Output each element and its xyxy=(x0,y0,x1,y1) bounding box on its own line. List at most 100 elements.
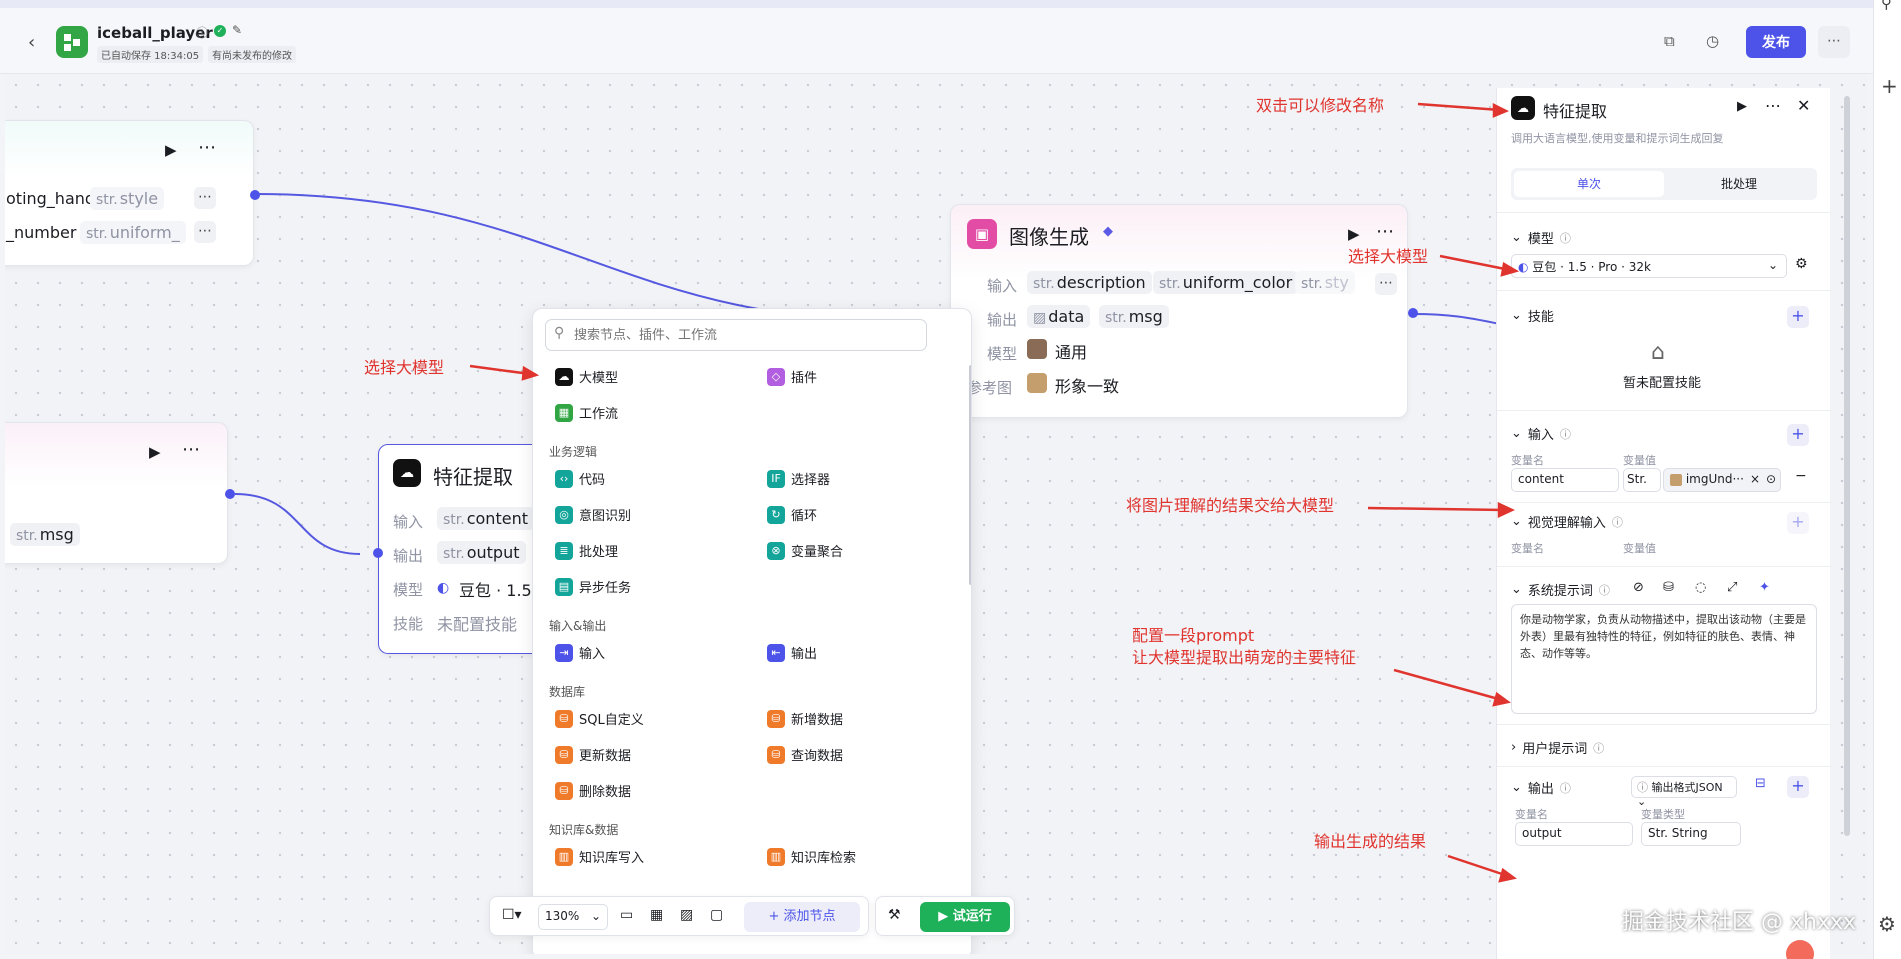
more-menu-button[interactable]: ⋯ xyxy=(1818,26,1850,58)
var-more-icon[interactable]: ⋯ xyxy=(1375,273,1397,295)
output-var: str.msg xyxy=(1099,305,1169,328)
menu-item-output[interactable]: ⇤输出 xyxy=(767,643,817,662)
close-icon[interactable]: ✕ xyxy=(1797,96,1811,115)
output-settings-icon[interactable]: ⊟ xyxy=(1755,776,1766,791)
menu-item-insert[interactable]: ⛁新增数据 xyxy=(767,709,843,728)
menu-item-plugin[interactable]: ◇插件 xyxy=(767,367,817,386)
output-var-name[interactable]: output xyxy=(1515,822,1633,846)
tab-batch[interactable]: 批处理 xyxy=(1720,177,1757,191)
node-title[interactable]: 图像生成 xyxy=(1009,225,1089,249)
input-var-type[interactable]: Str. xyxy=(1623,468,1661,492)
node-mid-left[interactable]: ▶ ⋯ str.msg xyxy=(5,422,228,564)
compass-icon[interactable]: ⊘ xyxy=(1633,580,1644,595)
image-icon[interactable]: ▨ xyxy=(680,907,694,923)
output-port[interactable] xyxy=(250,190,260,200)
menu-item-update[interactable]: ⛁更新数据 xyxy=(555,745,631,764)
history-icon[interactable]: ◷ xyxy=(1706,32,1720,50)
node-title[interactable]: 特征提取 xyxy=(433,465,513,489)
system-prompt-editor[interactable]: 你是动物学家，负责从动物描述中，提取出该动物（主要是外表）里最有独特性的特征，例… xyxy=(1511,604,1817,714)
menu-item-kb-write[interactable]: ▥知识库写入 xyxy=(555,847,644,866)
ai-wand-icon[interactable]: ✦ xyxy=(1759,580,1770,595)
output-port[interactable] xyxy=(225,489,235,499)
menu-search-input[interactable] xyxy=(574,324,914,346)
node-top-left[interactable]: ▶ ⋯ oting_hand str.style ⋯ _number str.u… xyxy=(5,120,254,266)
menu-item-llm[interactable]: ☁大模型 xyxy=(555,367,618,386)
edit-icon[interactable]: ✎ xyxy=(232,23,243,37)
menu-item-async[interactable]: ▤异步任务 xyxy=(555,577,631,596)
zoom-select[interactable]: 130%⌄ xyxy=(538,904,608,930)
menu-item-aggregate[interactable]: ⊗变量聚合 xyxy=(767,541,843,560)
node-image-gen[interactable]: ▣ 图像生成 ◆ ▶ ⋯ 输入 str.description str.unif… xyxy=(950,204,1408,418)
add-node-button[interactable]: + 添加节点 xyxy=(744,902,860,932)
menu-item-batch[interactable]: ≣批处理 xyxy=(555,541,618,560)
layout-icon[interactable]: ▦ xyxy=(650,907,664,923)
comment-icon[interactable]: ▭ xyxy=(620,907,634,923)
wrench-icon[interactable]: ⚒ xyxy=(888,907,901,923)
var-more-icon[interactable]: ⋯ xyxy=(194,187,216,209)
remove-input-icon[interactable]: − xyxy=(1795,468,1807,484)
minimap-icon[interactable]: ▢ xyxy=(710,907,724,923)
input-var-ref[interactable]: imgUnd··· × ⊙ xyxy=(1663,468,1781,492)
copy-icon[interactable]: ⧉ xyxy=(1664,32,1675,50)
add-skill-button[interactable]: + xyxy=(1787,306,1809,328)
model-settings-icon[interactable]: ⚙ xyxy=(1795,256,1808,272)
target-icon[interactable]: ⊙ xyxy=(1765,472,1776,486)
menu-item-delete[interactable]: ⛁删除数据 xyxy=(555,781,631,800)
search-icon[interactable]: ⚲ xyxy=(1881,0,1892,12)
panel-scrollbar[interactable] xyxy=(1844,96,1850,836)
plus-icon[interactable]: + xyxy=(1881,74,1898,98)
clear-icon[interactable]: × xyxy=(1749,472,1760,486)
output-var-type[interactable]: Str. String xyxy=(1641,822,1741,846)
pointer-mode-icon[interactable]: ☐▾ xyxy=(502,907,522,923)
info-icon[interactable]: ⓘ xyxy=(196,26,209,40)
menu-item-loop[interactable]: ↻循环 xyxy=(767,505,817,524)
output-port[interactable] xyxy=(1408,308,1418,318)
app-name[interactable]: iceball_player xyxy=(97,24,213,42)
run-node-icon[interactable]: ▶ xyxy=(149,443,161,461)
menu-item-workflow[interactable]: ▦工作流 xyxy=(555,403,618,422)
image-gen-icon: ▣ xyxy=(967,219,997,249)
menu-item-kb-search[interactable]: ▥知识库检索 xyxy=(767,847,856,866)
add-vision-input-button[interactable]: + xyxy=(1787,512,1809,534)
node-more-icon[interactable]: ⋯ xyxy=(1376,221,1394,242)
bulb-icon[interactable]: ◌ xyxy=(1695,580,1707,595)
var-more-icon[interactable]: ⋯ xyxy=(194,221,216,243)
input-port[interactable] xyxy=(373,548,383,558)
library-icon[interactable]: ⛁ xyxy=(1663,580,1674,595)
menu-item-intent[interactable]: ◎意图识别 xyxy=(555,505,631,524)
add-output-button[interactable]: + xyxy=(1787,776,1809,798)
menu-scrollbar[interactable] xyxy=(969,365,971,585)
run-node-icon[interactable]: ▶ xyxy=(1737,99,1747,114)
tab-single[interactable]: 单次 xyxy=(1514,171,1664,197)
model-select[interactable]: ◐ 豆包 · 1.5 · Pro · 32k⌄ xyxy=(1511,254,1787,278)
input-var-name[interactable]: content xyxy=(1511,468,1619,492)
menu-item-code[interactable]: ‹›代码 xyxy=(555,469,605,488)
menu-search[interactable]: ⚲ xyxy=(545,319,927,351)
publish-button[interactable]: 发布 xyxy=(1746,26,1806,58)
section-skill[interactable]: ⌄技能 xyxy=(1511,306,1554,325)
expand-icon[interactable]: ⤢ xyxy=(1727,580,1738,595)
divider xyxy=(1497,724,1831,725)
more-icon[interactable]: ⋯ xyxy=(1765,96,1781,115)
menu-item-sql[interactable]: ⛁SQL自定义 xyxy=(555,709,644,728)
menu-item-query[interactable]: ⛁查询数据 xyxy=(767,745,843,764)
node-more-icon[interactable]: ⋯ xyxy=(198,137,216,158)
run-node-icon[interactable]: ▶ xyxy=(165,141,177,159)
run-node-icon[interactable]: ▶ xyxy=(1348,225,1360,243)
menu-item-input[interactable]: ⇥输入 xyxy=(555,643,605,662)
back-icon[interactable]: ‹ xyxy=(28,32,36,53)
settings-icon[interactable]: ⚙ xyxy=(1878,912,1896,936)
test-run-button[interactable]: ▶ 试运行 xyxy=(920,902,1010,932)
output-format-select[interactable]: ⓘ 输出格式JSON ⌄ xyxy=(1631,776,1737,808)
panel-title[interactable]: 特征提取 xyxy=(1543,102,1608,121)
add-input-button[interactable]: + xyxy=(1787,424,1809,446)
node-more-icon[interactable]: ⋯ xyxy=(182,439,200,460)
node-feature-extract[interactable]: ☁ 特征提取 输入 str.content 输出 str.output 模型 ◐… xyxy=(378,444,558,654)
